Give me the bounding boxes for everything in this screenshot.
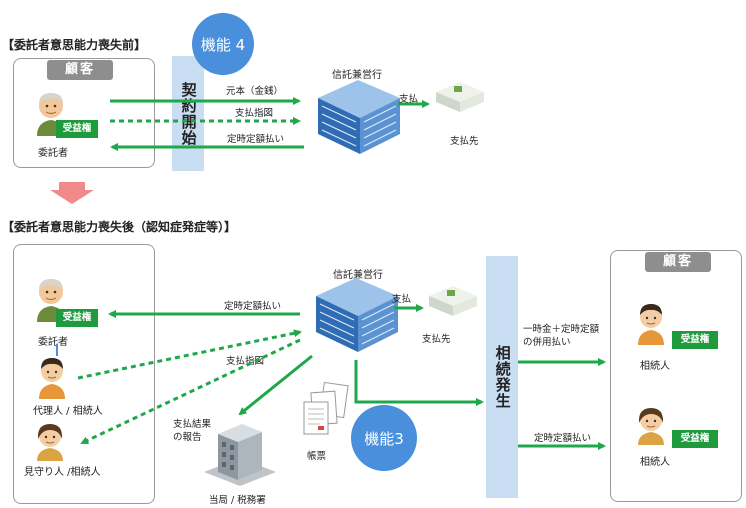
lump-sum-line1: 一時金＋定時定額 bbox=[523, 324, 600, 335]
payment-result-line1: 支払結果 bbox=[173, 419, 212, 430]
fixed-payment-label-after: 定時定額払い bbox=[224, 301, 282, 312]
transition-arrow-stem bbox=[59, 182, 85, 190]
fixed-payment-label-before: 定時定額払い bbox=[227, 134, 285, 145]
payment-instruction-arrow-guardian bbox=[80, 338, 301, 445]
contract-start-bar: 契約開始 bbox=[172, 56, 204, 171]
payee-label-before: 支払先 bbox=[450, 136, 479, 147]
inheritance-bar: 相続発生 bbox=[486, 256, 518, 498]
heir2-label: 相続人 bbox=[640, 457, 670, 468]
settlor-label-after: 委託者 bbox=[38, 337, 68, 348]
payment-result-line2: の報告 bbox=[173, 432, 202, 443]
function3-badge: 機能3 bbox=[351, 405, 417, 471]
bank-building-icon bbox=[318, 80, 400, 154]
payment-label-before: 支払 bbox=[399, 94, 419, 105]
payment-result-arrow bbox=[238, 354, 313, 416]
trust-bank-label-after: 信託兼営行 bbox=[333, 270, 383, 281]
customer-header-before: 顧客 bbox=[47, 60, 113, 80]
customer-header-after: 顧客 bbox=[645, 252, 711, 272]
heir1-label: 相続人 bbox=[640, 361, 670, 372]
beneficiary-badge-heir1: 受益権 bbox=[672, 331, 718, 349]
lump-sum-label: 一時金＋定時定額 の併用払い bbox=[523, 323, 599, 349]
hospital-icon bbox=[436, 82, 484, 112]
transition-arrow-icon bbox=[50, 190, 94, 204]
woman-icon bbox=[37, 424, 63, 461]
section-title-after: 【委託者意思能力喪失後（認知症発症等）】 bbox=[2, 220, 237, 234]
trust-bank-label-before: 信託兼営行 bbox=[332, 70, 382, 81]
payment-label-after: 支払 bbox=[392, 294, 412, 305]
hospital-icon bbox=[429, 286, 477, 316]
payment-instruction-arrow-agent bbox=[77, 329, 302, 380]
bank-to-inheritance-arrow bbox=[354, 360, 484, 406]
authority-label: 当局 / 税務署 bbox=[209, 495, 266, 506]
agent-label: 代理人 / 相続人 bbox=[33, 406, 103, 417]
payment-instruction-label-after: 支払指図 bbox=[226, 356, 265, 367]
woman-icon bbox=[638, 408, 664, 445]
function4-badge: 機能 4 bbox=[192, 13, 254, 75]
office-building-icon bbox=[204, 424, 276, 486]
payment-result-label: 支払結果 の報告 bbox=[173, 418, 211, 444]
settlor-label-before: 委託者 bbox=[38, 148, 68, 159]
man-icon bbox=[638, 304, 664, 345]
customer-box-after bbox=[610, 250, 742, 502]
section-title-before: 【委託者意思能力喪失前】 bbox=[2, 38, 147, 52]
contract-start-label: 契約開始 bbox=[179, 81, 198, 146]
man-icon bbox=[39, 358, 65, 399]
payee-label-after: 支払先 bbox=[422, 334, 451, 345]
beneficiary-badge-before: 受益権 bbox=[56, 120, 98, 138]
documents-icon bbox=[303, 382, 349, 435]
vouchers-label: 帳票 bbox=[307, 451, 327, 462]
people-box-after bbox=[13, 244, 155, 504]
lump-sum-line2: の併用払い bbox=[523, 337, 571, 348]
beneficiary-badge-heir2: 受益権 bbox=[672, 430, 718, 448]
bank-building-icon bbox=[316, 278, 398, 352]
inheritance-label: 相続発生 bbox=[493, 345, 512, 409]
principal-label: 元本（金銭） bbox=[226, 86, 284, 97]
fixed-payment-heir-label: 定時定額払い bbox=[534, 433, 592, 444]
payment-instruction-label-before: 支払指図 bbox=[235, 108, 274, 119]
guardian-label: 見守り人 /相続人 bbox=[24, 467, 101, 478]
beneficiary-badge-settlor: 受益権 bbox=[56, 309, 98, 327]
